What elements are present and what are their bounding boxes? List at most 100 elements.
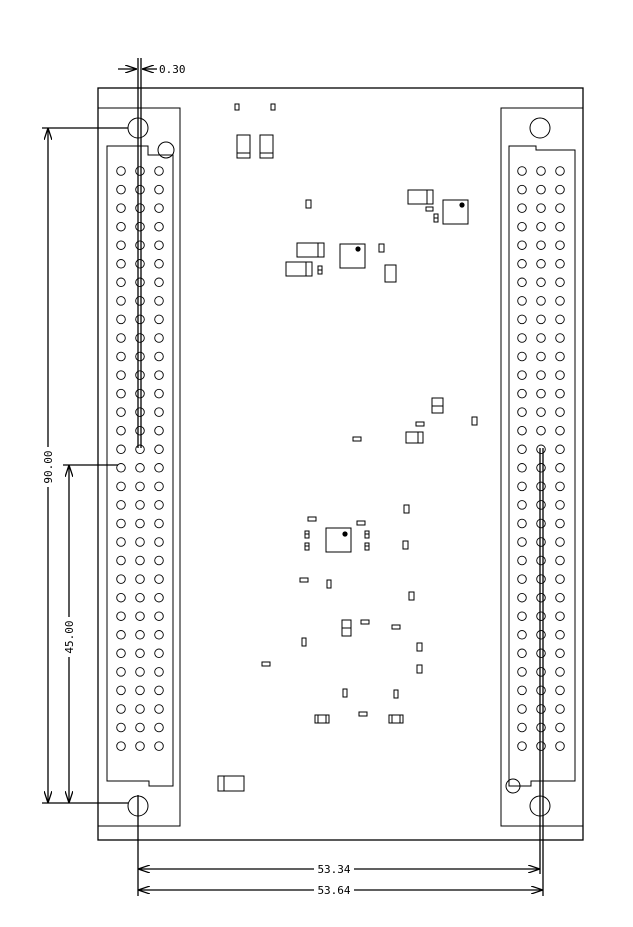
left-connector-pin [154,685,164,696]
left-connector-pin [116,351,126,362]
left-connector-pin [154,351,164,362]
left-connector-pin [116,221,126,232]
right-connector-pin [517,314,527,325]
left-connector-pin [135,314,145,325]
right-pin-grid [517,166,565,751]
right-connector-pin [517,611,527,621]
right-connector-pin [555,685,565,696]
left-connector-pin [135,463,145,473]
right-connector-pin [517,481,527,492]
right-connector-pin [555,722,565,733]
left-connector-pin [135,574,145,584]
left-connector-pin [154,425,164,436]
ic-pin1-markers [342,202,465,537]
right-connector-pin [555,741,565,751]
left-connector-pin [154,221,164,232]
right-connector-pin [517,741,527,751]
left-connector-pin [116,203,126,213]
left-connector-pin [116,685,126,696]
right-connector-pin [536,741,546,751]
left-connector-pin [116,722,126,733]
right-connector-pin [517,425,527,436]
right-connector-pin [536,333,546,343]
right-connector-pin [555,537,565,547]
dimension-lines [42,58,544,896]
left-connector-pin [135,425,145,436]
right-connector-pin [517,240,527,250]
left-connector-body [106,145,174,787]
left-connector-housing [97,107,181,827]
right-connector-pin [536,296,546,306]
right-connector-pin [555,592,565,603]
right-alignment-hole [505,778,521,794]
left-connector-pin [154,722,164,733]
left-connector-pin [116,259,126,269]
right-connector-pin [536,221,546,232]
left-connector-pin [135,555,145,566]
right-connector-pin [555,259,565,269]
right-connector-pin [555,240,565,250]
right-connector-pin [536,370,546,380]
right-connector-pin [555,277,565,288]
left-connector-pin [116,314,126,325]
dim-width-inner-label: 53.34 [317,863,350,876]
right-connector-pin [555,444,565,455]
right-connector-pin [555,611,565,621]
right-connector-pin [517,407,527,417]
left-connector-pin [116,500,126,510]
left-connector-pin [154,184,164,195]
left-connector-pin [116,407,126,417]
right-connector-pin [536,537,546,547]
right-connector-pin [517,648,527,659]
left-connector-pin [154,444,164,455]
right-connector-pin [536,500,546,510]
left-connector-pin [154,240,164,250]
right-connector-pin [536,407,546,417]
left-connector-pin [116,166,126,176]
left-connector-pin [154,611,164,621]
left-connector-pin [135,333,145,343]
left-connector-pin [154,277,164,288]
dim-height-total-label: 90.00 [42,450,55,483]
right-connector-pin [517,370,527,380]
right-connector-pin [536,203,546,213]
left-connector-pin [116,388,126,399]
left-connector-pin [135,667,145,677]
right-connector-pin [517,630,527,640]
left-connector-pin [135,203,145,213]
left-connector-pin [116,704,126,714]
left-connector-pin [135,184,145,195]
right-connector-pin [517,722,527,733]
dim-height-half-label: 45.00 [63,620,76,653]
right-connector-pin [555,296,565,306]
left-connector-pin [135,240,145,250]
left-connector-pin [154,704,164,714]
right-connector-pin [536,685,546,696]
left-connector-pin [154,537,164,547]
left-connector-pin [116,555,126,566]
right-connector-pin [536,518,546,529]
left-connector-pin [116,481,126,492]
right-connector-pin [536,314,546,325]
left-connector-pin [135,630,145,640]
left-connector-pin [135,407,145,417]
right-connector-pin [555,481,565,492]
smd-components [217,103,478,792]
left-connector-pin [154,481,164,492]
right-connector-pin [555,166,565,176]
right-connector-pin [536,240,546,250]
left-connector-pin [154,630,164,640]
right-connector-pin [536,667,546,677]
left-connector-pin [154,296,164,306]
left-connector-pin [116,370,126,380]
right-connector-pin [555,574,565,584]
right-connector-pin [517,555,527,566]
left-connector-pin [116,574,126,584]
left-connector-pin [116,667,126,677]
right-connector-pin [555,388,565,399]
left-connector-pin [135,388,145,399]
left-connector-pin [116,463,126,473]
left-connector-pin [154,500,164,510]
left-connector-pin [116,537,126,547]
